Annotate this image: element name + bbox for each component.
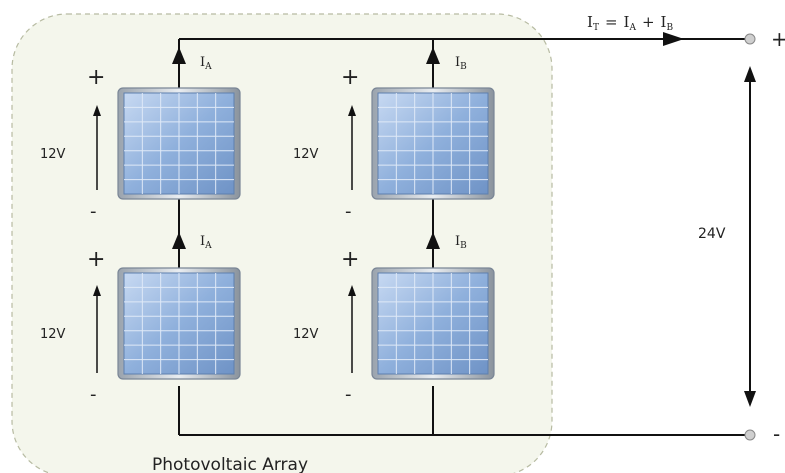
total-current-arrow [663,32,684,46]
minus-sign: - [345,384,352,405]
minus-sign: - [90,384,97,405]
terminal-plus-label: + [771,27,785,51]
voltage-arrow-bottom [744,391,756,407]
plus-sign: + [87,247,105,272]
terminal-minus-label: - [773,422,780,446]
terminal-negative [744,429,756,441]
current-arrow-b-mid [426,232,440,249]
current-arrow-a-top [172,47,186,64]
panel-markers-b-top: + 12V - [293,65,359,222]
arrowheads [172,32,756,407]
terminal-positive [744,33,756,45]
panel-voltage-label: 12V [293,327,319,342]
array-label: Photovoltaic Array [152,455,308,473]
current-label-b-mid: IB [455,234,467,251]
plus-sign: + [87,65,105,90]
total-current-equation: IT=IA+IB [587,13,673,33]
total-voltage-label: 24V [698,226,726,242]
solar-panel-a-bottom [117,267,241,380]
panel-voltage-label: 12V [40,327,66,342]
solar-panel-b-bottom [371,267,495,380]
panel-markers-b-bottom: + 12V - [293,247,359,405]
plus-sign: + [341,65,359,90]
panel-voltage-label: 12V [293,147,319,162]
panel-markers-a-bottom: + 12V - [40,247,105,405]
current-arrow-b-top [426,47,440,64]
solar-panel-b-top [371,87,495,200]
minus-sign: - [90,201,97,222]
current-label-a-top: IA [200,55,212,72]
panel-markers-a-top: + 12V - [40,65,105,222]
panel-voltage-label: 12V [40,147,66,162]
voltage-arrow-top [744,66,756,82]
solar-panel-a-top [117,87,241,200]
current-arrow-a-mid [172,232,186,249]
current-label-b-top: IB [455,55,467,72]
current-label-a-mid: IA [200,234,212,251]
minus-sign: - [345,201,352,222]
plus-sign: + [341,247,359,272]
